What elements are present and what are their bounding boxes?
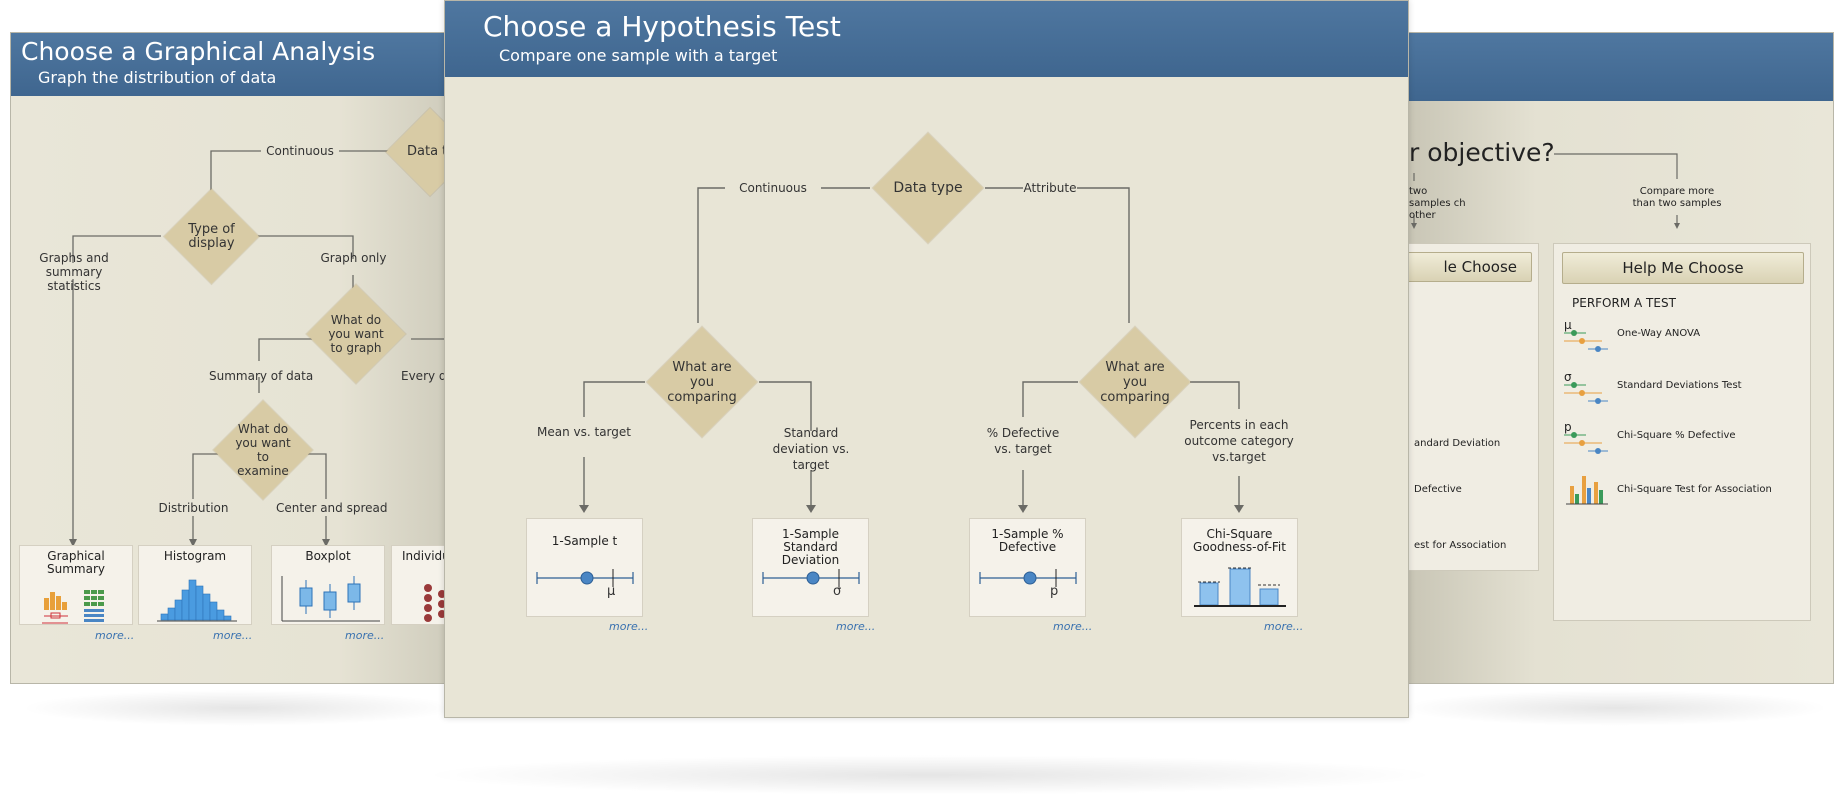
- decision-type-of-display[interactable]: Type of display: [164, 189, 259, 284]
- decision-what-graph[interactable]: What do you want to graph: [306, 284, 406, 384]
- graphical-analysis-panel: Choose a Graphical Analysis Graph the di…: [10, 32, 480, 684]
- test-item[interactable]: est for Association: [1414, 540, 1507, 551]
- chi-square-gof-box[interactable]: Chi-Square Goodness-of-Fit: [1181, 518, 1298, 617]
- stdev-interval-icon: [762, 569, 860, 587]
- one-sample-defective-box[interactable]: 1-Sample % Defective p: [969, 518, 1086, 617]
- test-item[interactable]: Defective: [1414, 484, 1462, 495]
- proportion-interval-icon: [979, 569, 1077, 587]
- panel-shadow: [20, 690, 460, 726]
- one-sample-t-box[interactable]: 1-Sample t μ: [526, 518, 643, 617]
- edge-label-defective-vs-target: % Defective vs. target: [986, 426, 1060, 456]
- more-link[interactable]: more...: [213, 629, 253, 642]
- panel-title: Choose a Graphical Analysis: [21, 37, 376, 66]
- edge-label-percents-vs-target: Percents in each outcome category vs.tar…: [1184, 418, 1294, 464]
- test-label: Standard Deviations Test: [1617, 380, 1742, 391]
- edge-label-distribution: Distribution: [158, 501, 229, 515]
- two-samples-label: two samples ch other: [1409, 186, 1466, 221]
- more-link[interactable]: more...: [609, 620, 649, 633]
- edge-label-every-d: Every d: [401, 369, 447, 383]
- boxplot-box[interactable]: Boxplot: [271, 545, 385, 625]
- edge-label-stdev-vs-target: Standard deviation vs. target: [772, 426, 850, 472]
- edge-label-mean-vs-target: Mean vs. target: [537, 425, 631, 439]
- more-link[interactable]: more...: [1053, 620, 1093, 633]
- decision-compare-continuous[interactable]: What are you comparing: [646, 326, 758, 438]
- more-link[interactable]: more...: [345, 629, 385, 642]
- p-symbol: p: [1050, 584, 1059, 599]
- compare-more-label: Compare more than two samples: [1632, 186, 1722, 209]
- p-symbol: p: [1564, 420, 1572, 434]
- interval-plot-icon: [1564, 382, 1608, 404]
- flowchart-connectors: [1411, 153, 1680, 229]
- panel-shadow: [420, 755, 1440, 795]
- panel-shadow: [1400, 690, 1830, 726]
- flowchart-connectors: [579, 187, 1244, 513]
- test-row-stdev[interactable]: σ Standard Deviations Test: [1562, 370, 1802, 410]
- more-link[interactable]: more...: [95, 629, 135, 642]
- decision-compare-attribute[interactable]: What are you comparing: [1079, 326, 1191, 438]
- panel-title: Choose a Hypothesis Test: [483, 10, 841, 43]
- perform-a-test-heading: PERFORM A TEST: [1572, 296, 1676, 310]
- boxplot-icon: [281, 576, 380, 622]
- decision-data-type[interactable]: Data type: [872, 132, 984, 244]
- objective-question: r objective?: [1409, 138, 1555, 167]
- hypothesis-test-panel: Choose a Hypothesis Test Compare one sam…: [444, 0, 1409, 718]
- more-link[interactable]: more...: [836, 620, 876, 633]
- bar-chart-icon: [1566, 476, 1608, 505]
- edge-label-center-spread: Center and spread: [276, 501, 388, 515]
- flowchart-connectors: [69, 150, 451, 547]
- mu-symbol: μ: [607, 584, 616, 599]
- decision-what-examine[interactable]: What do you want to examine: [213, 400, 313, 500]
- mean-interval-icon: [536, 569, 634, 587]
- graphical-summary-box[interactable]: Graphical Summary: [19, 545, 133, 625]
- graphical-summary-icon: [42, 590, 104, 624]
- panel-header: Choose a Hypothesis Test Compare one sam…: [445, 1, 1408, 77]
- test-item[interactable]: andard Deviation: [1414, 438, 1501, 449]
- edge-label-graphs-summary: Graphs and summary statistics: [39, 251, 109, 293]
- test-label: Chi-Square Test for Association: [1617, 484, 1772, 495]
- interval-plot-icon: [1564, 330, 1608, 352]
- test-row-chisq-association[interactable]: Chi-Square Test for Association: [1562, 472, 1802, 512]
- sigma-symbol: σ: [833, 584, 842, 599]
- interval-plot-icon: [1564, 432, 1608, 454]
- panel-header: [1409, 33, 1833, 101]
- edge-label-continuous: Continuous: [739, 181, 807, 195]
- two-sample-tests-box: le Choose andard Deviation Defective est…: [1409, 243, 1539, 571]
- decision-data-type[interactable]: Data t: [386, 108, 474, 196]
- edge-label-attribute: Attribute: [1023, 181, 1077, 195]
- multi-sample-tests-box: Help Me Choose PERFORM A TEST μ One-Way …: [1553, 243, 1811, 621]
- edge-label-graph-only: Graph only: [320, 251, 387, 265]
- more-link[interactable]: more...: [1264, 620, 1304, 633]
- edge-label-summary-of-data: Summary of data: [209, 369, 314, 383]
- test-row-anova[interactable]: μ One-Way ANOVA: [1562, 318, 1802, 358]
- panel-subtitle: Graph the distribution of data: [38, 68, 277, 87]
- sigma-symbol: σ: [1564, 370, 1572, 384]
- histogram-box[interactable]: Histogram: [138, 545, 252, 625]
- test-label: Chi-Square % Defective: [1617, 430, 1736, 441]
- chi-square-bars-icon: [1194, 567, 1286, 607]
- mu-symbol: μ: [1564, 318, 1572, 332]
- test-label: One-Way ANOVA: [1617, 328, 1701, 339]
- panel-header: Choose a Graphical Analysis Graph the di…: [11, 33, 479, 96]
- histogram-icon: [157, 579, 237, 622]
- help-me-choose-button-partial[interactable]: le Choose: [1409, 252, 1532, 282]
- panel-subtitle: Compare one sample with a target: [499, 46, 778, 65]
- help-me-choose-button[interactable]: Help Me Choose: [1562, 252, 1804, 284]
- edge-label-continuous: Continuous: [266, 144, 334, 158]
- test-row-chisq-defective[interactable]: p Chi-Square % Defective: [1562, 420, 1802, 460]
- compare-samples-panel: r objective? two samples ch other Compar…: [1408, 32, 1834, 684]
- one-sample-stdev-box[interactable]: 1-Sample Standard Deviation σ: [752, 518, 869, 617]
